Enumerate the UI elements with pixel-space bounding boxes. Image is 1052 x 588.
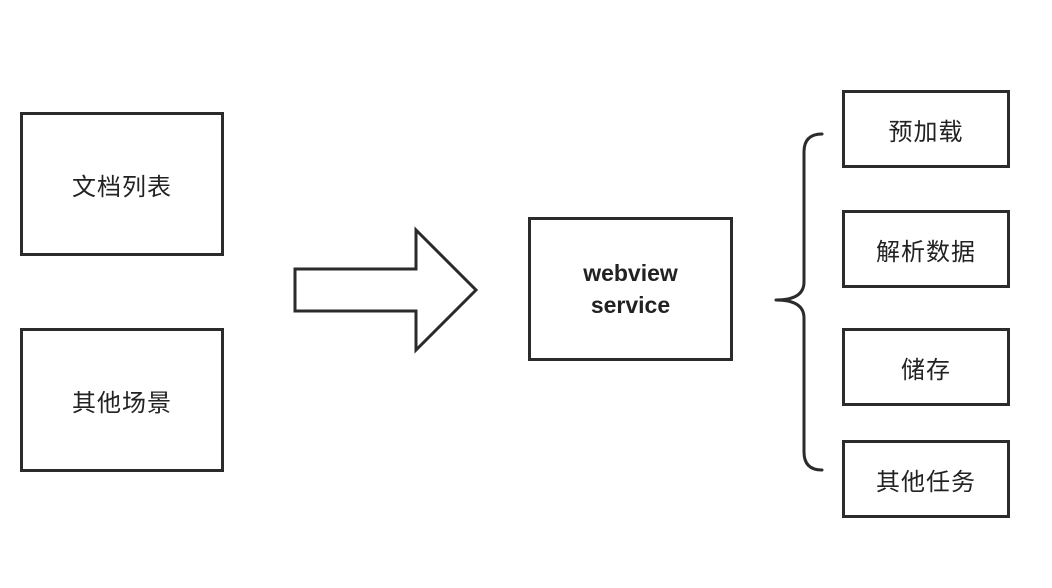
task-box-parse-data: 解析数据 [842, 210, 1010, 288]
source-label-doc-list: 文档列表 [72, 172, 172, 201]
task-box-other-tasks: 其他任务 [842, 440, 1010, 518]
webview-service-label: webview service [583, 260, 678, 318]
task-label-other-tasks: 其他任务 [876, 467, 976, 496]
source-box-other-scenes: 其他场景 [20, 328, 224, 472]
task-label-parse-data: 解析数据 [876, 237, 976, 266]
curly-brace [774, 132, 824, 472]
source-box-doc-list: 文档列表 [20, 112, 224, 256]
task-box-preload: 预加载 [842, 90, 1010, 168]
source-label-other-scenes: 其他场景 [72, 388, 172, 417]
block-arrow-right [293, 226, 479, 354]
task-label-storage: 储存 [901, 355, 951, 384]
task-box-storage: 储存 [842, 328, 1010, 406]
webview-service-box: webview service [528, 217, 733, 361]
task-label-preload: 预加载 [888, 117, 964, 146]
